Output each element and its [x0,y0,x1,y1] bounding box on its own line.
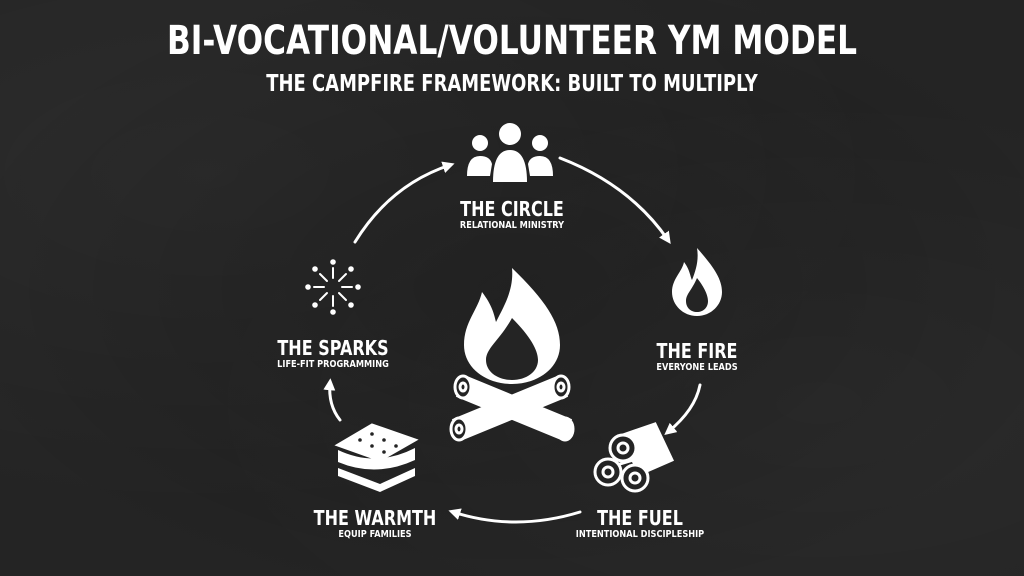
campfire-icon [449,268,575,442]
node-the-warmth: THE WARMTH EQUIP FAMILIES [290,507,460,541]
node-description: INTENTIONAL DISCIPLESHIP [575,529,705,540]
node-name: THE WARMTH [313,506,437,530]
node-name: THE FIRE [656,339,738,363]
node-description: RELATIONAL MINISTRY [459,220,565,231]
arrow-fire-to-fuel [664,383,702,436]
sparkle-burst-icon [305,259,361,315]
arrow-fuel-to-warmth [448,508,582,524]
node-description: LIFE-FIT PROGRAMMING [277,359,389,370]
node-the-fire: THE FIRE EVERYONE LEADS [620,340,774,374]
node-name: THE SPARKS [277,336,389,360]
node-the-circle: THE CIRCLE RELATIONAL MINISTRY [410,198,614,232]
arrow-circle-to-fire [558,156,671,244]
arrow-sparks-to-circle [353,161,455,244]
node-description: EVERYONE LEADS [656,362,738,373]
node-description: EQUIP FAMILIES [338,529,412,540]
node-the-sparks: THE SPARKS LIFE-FIT PROGRAMMING [253,337,413,371]
page-title: BI-VOCATIONAL/VOLUNTEER YM MODEL [166,18,858,64]
people-group-icon [467,123,553,182]
log-stack-icon [593,422,675,493]
arrow-warmth-to-sparks [323,378,342,422]
node-name: THE CIRCLE [460,197,564,221]
node-the-fuel: THE FUEL INTENTIONAL DISCIPLESHIP [555,507,725,541]
node-name: THE FUEL [597,506,683,530]
page-subtitle: THE CAMPFIRE FRAMEWORK: BUILT TO MULTIPL… [266,71,758,97]
smores-icon [334,423,419,492]
flame-icon [672,248,722,316]
